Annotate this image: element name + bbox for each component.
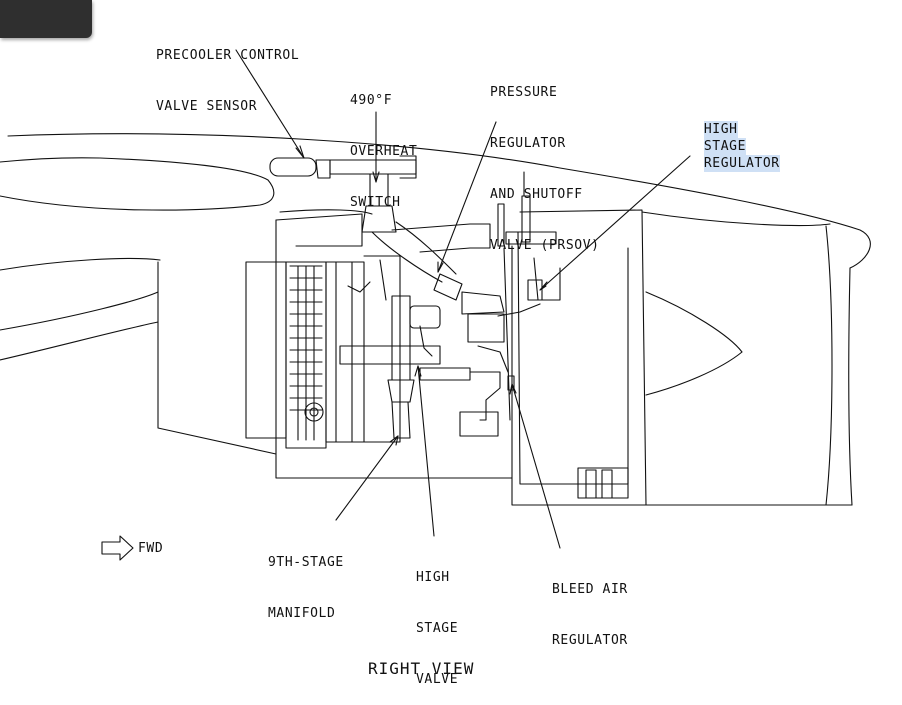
precooler-stack [245,255,441,449]
label-line: VALVE (PRSOV) [490,238,600,253]
label-line: HIGH [416,570,450,585]
label-line: MANIFOLD [268,606,336,621]
label-line: 9TH-STAGE [268,555,344,570]
nacelle-outline [0,133,871,506]
label-precooler-control-valve-sensor: PRECOOLER CONTROL VALVE SENSOR [156,13,299,132]
label-line: 490°F [350,93,393,108]
label-prsov: PRESSURE REGULATOR AND SHUTOFF VALVE (PR… [490,50,600,271]
engine-bleed-air-diagram [0,49,871,561]
label-line: REGULATOR [703,155,780,172]
label-line: STAGE [703,138,746,155]
equipment-bay [275,209,647,506]
fwd-arrow-icon [101,535,134,561]
label-line: PRECOOLER CONTROL [156,48,300,63]
bleed-ducts [269,155,561,439]
fwd-label: FWD [138,541,164,556]
label-high-stage-valve: HIGH STAGE VALVE [416,535,458,705]
leader-lines [235,49,691,549]
label-line: REGULATOR [552,633,628,648]
window-corner-tab [0,0,92,38]
label-line: REGULATOR [490,136,566,151]
label-line: HIGH [703,121,738,138]
label-line: VALVE SENSOR [156,99,258,114]
label-line: BLEED AIR [552,582,628,597]
label-9th-stage-manifold: 9TH-STAGE MANIFOLD [268,520,344,639]
label-high-stage-regulator[interactable]: HIGH STAGE REGULATOR [687,104,780,172]
label-line: VALVE [416,672,459,687]
label-line: SWITCH [350,195,401,210]
label-line: PRESSURE [490,85,558,100]
label-overheat-switch: 490°F OVERHEAT SWITCH [350,58,417,228]
label-line: AND SHUTOFF [490,187,583,202]
label-line: OVERHEAT [350,144,418,159]
label-line: STAGE [416,621,459,636]
label-bleed-air-regulator: BLEED AIR REGULATOR [552,547,628,666]
view-title: RIGHT VIEW [368,659,475,678]
